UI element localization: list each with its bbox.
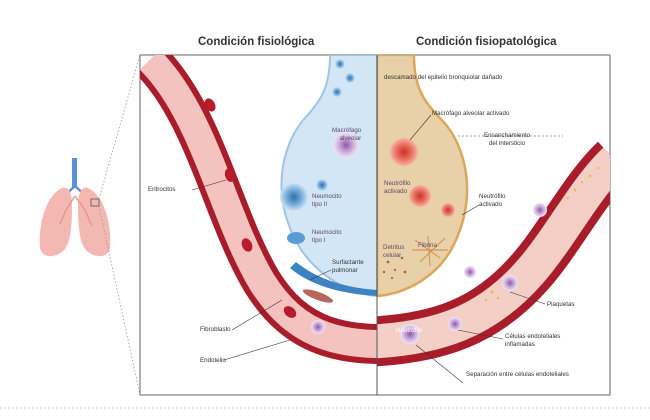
label-alveolar-macrophage-line2: alveolar xyxy=(339,134,362,142)
label-type1-pneumocyte-line2: tipo I xyxy=(312,236,326,244)
lung-icon xyxy=(39,158,111,257)
label-erythrocytes: Eritrocitos xyxy=(148,186,176,193)
label-cellular-debris-line1: Detritus xyxy=(383,244,405,251)
fibroblast xyxy=(302,289,334,303)
endothelial-cell xyxy=(311,320,325,334)
label-fibrin: Fibrina xyxy=(418,242,437,249)
label-inflamed-endothelial-line1: Células endoteliales xyxy=(505,333,561,340)
activated-neutrophil-2 xyxy=(441,203,455,217)
type-1-pneumocyte xyxy=(287,232,305,244)
label-alveolar-macrophage-line1: Macrófago xyxy=(332,127,362,134)
label-interstitial-widening: Ensanchamiento del intersticio xyxy=(484,132,530,147)
title-pathological: Condición fisiopatológica xyxy=(416,36,557,48)
label-type2-pneumocyte-line2: tipo II xyxy=(312,200,328,208)
bronchiole-cells xyxy=(332,59,355,97)
label-type2-pneumocyte-line1: Neumocito xyxy=(312,193,342,200)
label-cellular-debris: Detritus celular xyxy=(383,244,404,259)
leader-lines xyxy=(191,114,563,384)
label-interstitial-widening-line2: del intersticio xyxy=(488,139,526,147)
label-activated-neutrophil-outer-line1: Neutrófilo xyxy=(479,193,506,200)
label-cellular-debris-line2: celular xyxy=(383,251,402,259)
label-neutrophil: Neutrófilo xyxy=(396,327,423,334)
label-inflamed-endothelial-line2: inflamadas xyxy=(505,340,535,348)
fibrin-mesh xyxy=(412,235,448,267)
cellular-debris xyxy=(382,256,407,280)
label-type2-pneumocyte: Neumocito tipo II xyxy=(312,193,342,208)
surfactant-layer xyxy=(290,262,377,296)
label-activated-neutrophil-outer-line2: activado xyxy=(479,200,503,208)
label-type1-pneumocyte-line1: Neumocito xyxy=(312,229,342,236)
label-surfactant-line2: pulmonar xyxy=(332,266,358,274)
panel-pathological xyxy=(377,55,610,367)
label-alveolar-macrophage: Macrófago alveolar xyxy=(332,127,361,142)
label-activated-neutrophil-inner-line2: activado xyxy=(384,187,408,195)
erythrocytes xyxy=(204,98,297,318)
label-fibroblast: Fibroblasto xyxy=(200,326,231,333)
label-activated-macrophage: Macrófago alveolar activado xyxy=(432,110,510,117)
label-activated-neutrophil-inner-line1: Neutrófilo xyxy=(384,180,411,187)
label-inflamed-endothelial: Células endoteliales inflamadas xyxy=(505,333,560,348)
alveolar-macrophage xyxy=(333,132,359,158)
type-2-pneumocyte-small xyxy=(316,179,328,191)
label-activated-neutrophil-inner: Neutrófilo activado xyxy=(384,180,410,195)
alveolus-inflamed xyxy=(377,55,469,298)
zoom-line-bottom xyxy=(98,205,141,396)
type-2-pneumocyte xyxy=(280,183,308,211)
title-physiological: Condición fisiológica xyxy=(198,36,315,48)
neutrophils-in-vessel xyxy=(400,203,547,344)
label-endothelial-separation: Separación entre células endoteliales xyxy=(466,371,569,378)
activated-macrophage xyxy=(390,138,418,166)
label-surfactant-line1: Surfactante xyxy=(332,259,364,266)
label-type1-pneumocyte: Neumocito tipo I xyxy=(312,229,342,244)
platelets xyxy=(484,166,600,302)
label-activated-neutrophil-outer: Neutrófilo activado xyxy=(479,193,505,208)
label-surfactant: Surfactante pulmonar xyxy=(332,259,364,274)
activated-neutrophil-inner xyxy=(409,185,431,207)
label-platelets: Plaquetas xyxy=(547,301,575,308)
label-damaged-epithelium: descamado del epitelio bronquiolar dañad… xyxy=(384,74,503,81)
label-interstitial-widening-line1: Ensanchamiento xyxy=(484,132,531,139)
panel-healthy xyxy=(140,55,377,364)
label-endothelium: Endotelio xyxy=(200,357,226,364)
zoom-line-top xyxy=(98,54,141,200)
